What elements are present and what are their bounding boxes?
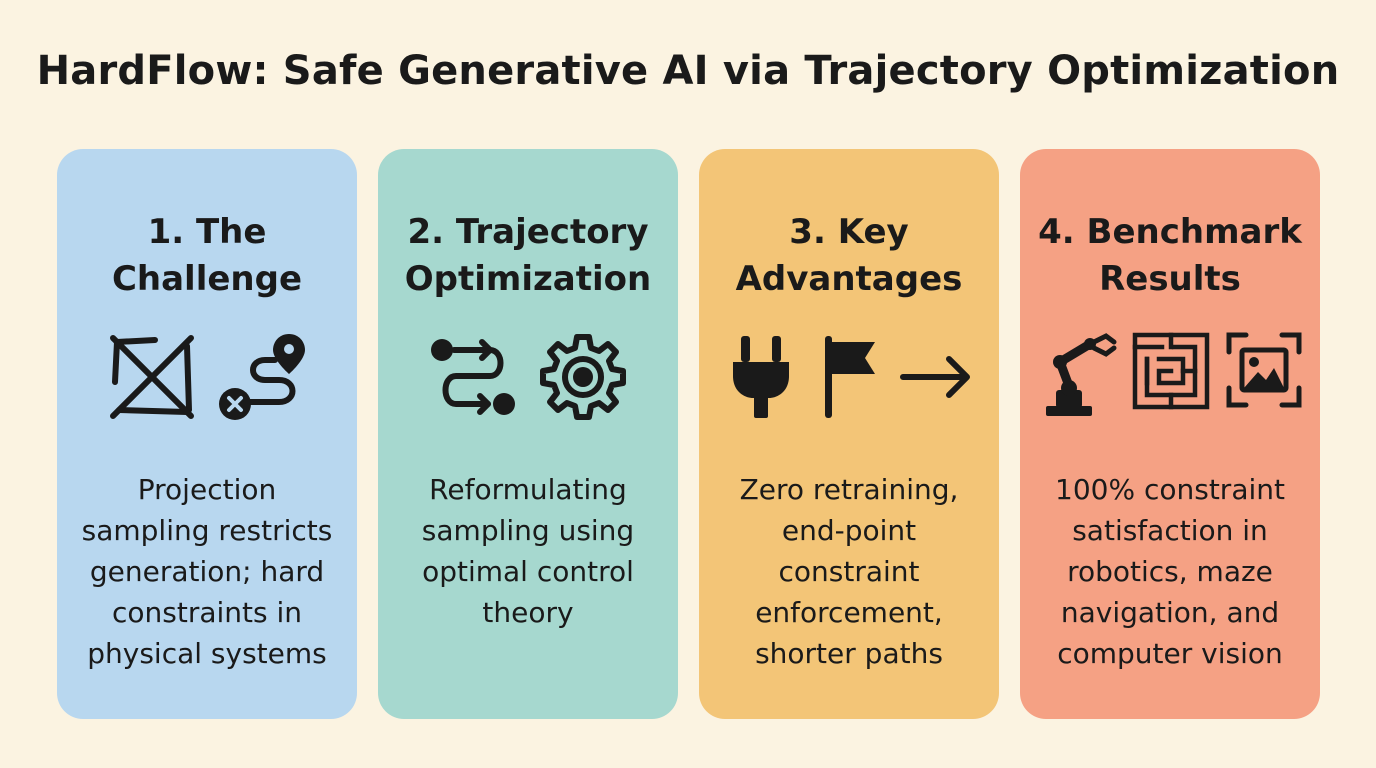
card-heading-line: Challenge — [111, 259, 303, 299]
card-heading: 3. Key Advantages — [699, 209, 999, 303]
card-heading-line: 1. The — [147, 212, 267, 252]
card-heading-line: 3. Key — [789, 212, 909, 252]
card-key-advantages: 3. Key Advantages Zero retraining, end-p… — [699, 149, 999, 719]
card-body-line: sampling using — [421, 514, 635, 547]
plug-icon — [733, 336, 789, 418]
card-heading: 1. The Challenge — [57, 209, 357, 303]
card-heading-line: 4. Benchmark — [1038, 212, 1302, 252]
card-heading: 2. Trajectory Optimization — [378, 209, 678, 303]
icon-row — [699, 332, 999, 422]
page-title: HardFlow: Safe Generative AI via Traject… — [36, 48, 1340, 94]
card-body-line: enforcement, — [755, 596, 943, 629]
card-body: Reformulating sampling using optimal con… — [378, 469, 678, 633]
maze-icon — [1132, 332, 1210, 410]
flag-icon — [825, 336, 875, 418]
crossed-box-icon — [110, 335, 194, 419]
card-body-line: computer vision — [1057, 637, 1283, 670]
card-body-line: 100% constraint — [1055, 473, 1285, 506]
card-heading-line: Advantages — [735, 259, 963, 299]
card-body-line: theory — [482, 596, 574, 629]
card-body-line: shorter paths — [755, 637, 943, 670]
card-body-line: physical systems — [87, 637, 327, 670]
card-body-line: robotics, maze — [1067, 555, 1273, 588]
card-body-line: constraints in — [111, 596, 303, 629]
icon-row — [57, 332, 357, 422]
card-trajectory-optimization: 2. Trajectory Optimization Reformulating… — [378, 149, 678, 719]
card-body-line: optimal control — [422, 555, 634, 588]
card-body-line: sampling restricts — [81, 514, 333, 547]
card-body: Projection sampling restricts generation… — [57, 469, 357, 674]
card-body-line: navigation, and — [1060, 596, 1280, 629]
card-body: 100% constraint satisfaction in robotics… — [1020, 469, 1320, 674]
icon-row — [1020, 332, 1320, 422]
card-body-line: satisfaction in — [1072, 514, 1268, 547]
gear-icon — [540, 334, 626, 420]
route-with-error-icon — [219, 334, 305, 420]
card-heading-line: 2. Trajectory — [407, 212, 649, 252]
card-heading-line: Optimization — [404, 259, 652, 299]
arrow-right-icon — [900, 356, 970, 398]
card-the-challenge: 1. The Challenge Projection sampling res… — [57, 149, 357, 719]
image-frame-icon — [1226, 332, 1302, 408]
card-body-line: Projection — [137, 473, 277, 506]
card-body-line: generation; hard — [89, 555, 325, 588]
card-body-line: Zero retraining, — [739, 473, 959, 506]
card-heading: 4. Benchmark Results — [1020, 209, 1320, 303]
card-body-line: Reformulating — [429, 473, 627, 506]
robot-arm-icon — [1046, 333, 1117, 416]
icon-row — [378, 332, 678, 422]
card-body-line: constraint — [778, 555, 920, 588]
card-body-line: end-point — [781, 514, 917, 547]
card-body: Zero retraining, end-point constraint en… — [699, 469, 999, 674]
trajectory-path-icon — [431, 339, 515, 415]
card-benchmark-results: 4. Benchmark Results — [1020, 149, 1320, 719]
card-heading-line: Results — [1099, 259, 1241, 299]
